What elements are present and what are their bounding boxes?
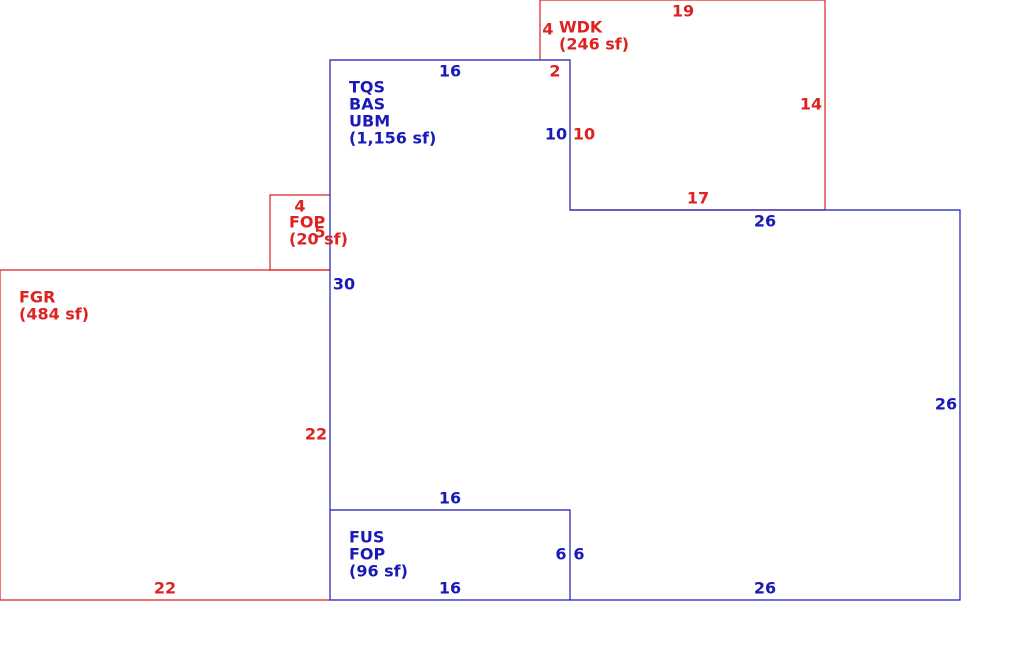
dim-fus-bottom: 16	[439, 579, 461, 598]
fop-small-code: FOP	[289, 213, 326, 232]
dim-wdk-bottom: 17	[687, 189, 709, 208]
main-code-2: BAS	[349, 95, 385, 114]
dim-wdk-right: 14	[800, 95, 822, 114]
dim-fus-top: 16	[439, 489, 461, 508]
dim-main-bottom-right: 26	[754, 579, 776, 598]
main-outline	[329, 59, 961, 601]
dim-fgr-right: 22	[305, 425, 327, 444]
fop-small-area: (20 sf)	[289, 230, 348, 249]
wdk-area: (246 sf)	[559, 35, 629, 54]
dim-wdk-inner-left: 10	[573, 125, 595, 144]
dim-fgr-bottom: 22	[154, 579, 176, 598]
dim-fop-top: 4	[294, 197, 305, 216]
wdk-code: WDK	[559, 18, 603, 37]
dim-main-step-inner: 10	[545, 125, 567, 144]
fus-outline	[330, 509, 571, 600]
dim-main-top: 16	[439, 62, 461, 81]
dim-fus-right-outer: 6	[573, 545, 584, 564]
dim-fus-right-inner: 6	[555, 545, 566, 564]
dim-wdk-top: 19	[672, 2, 694, 21]
main-code-1: TQS	[349, 78, 385, 97]
dim-main-step-top: 26	[754, 212, 776, 231]
dim-wdk-left: 4	[542, 20, 553, 39]
dim-main-right: 26	[935, 395, 957, 414]
dim-wdk-inner-small: 2	[549, 62, 560, 81]
fgr-outline	[0, 269, 330, 601]
main-area: (1,156 sf)	[349, 129, 436, 148]
fgr-code: FGR	[19, 288, 55, 307]
fus-code-2: FOP	[349, 545, 386, 564]
fus-code-1: FUS	[349, 528, 384, 547]
dim-fop-side: 5	[314, 223, 325, 242]
dim-main-left-upper: 30	[333, 275, 355, 294]
main-code-3: UBM	[349, 112, 390, 131]
fgr-area: (484 sf)	[19, 305, 89, 324]
fus-area: (96 sf)	[349, 562, 408, 581]
